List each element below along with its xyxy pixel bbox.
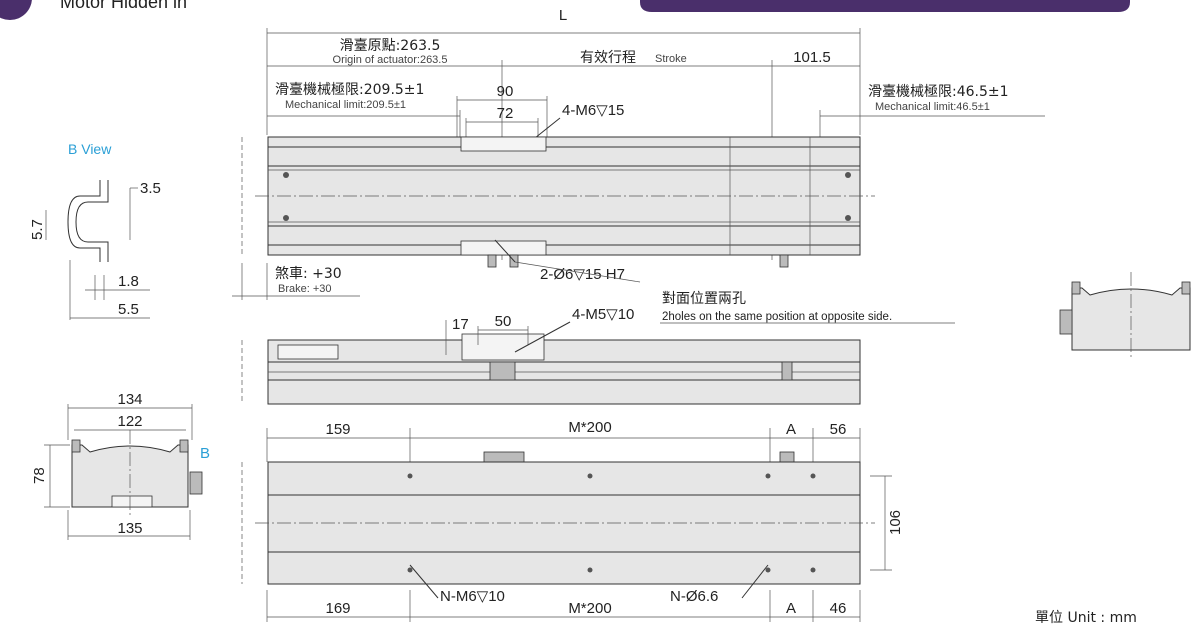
- dim-106: 106: [887, 510, 904, 535]
- dim-134: 134: [117, 391, 142, 408]
- dim-56: 56: [830, 421, 847, 438]
- header-banner: [640, 0, 1130, 12]
- side-view: 17 50 4-M5▽10 對面位置兩孔 2holes on the same …: [241, 291, 955, 405]
- dim-159: 159: [325, 421, 350, 438]
- hole-top-label: 4-M6▽15: [562, 102, 624, 119]
- top-view: L 滑臺原點:263.5 Origin of actuator:263.5 有效…: [232, 7, 1045, 300]
- brake-en: Brake: +30: [278, 283, 332, 295]
- dim-135: 135: [117, 520, 142, 537]
- b-arrow-label: B: [200, 445, 210, 462]
- dim-5-5: 5.5: [118, 301, 139, 318]
- dim-90: 90: [497, 83, 514, 100]
- dim-1-8: 1.8: [118, 273, 139, 290]
- stroke-cn: 有效行程: [580, 50, 636, 66]
- origin-cn: 滑臺原點:263.5: [340, 37, 441, 54]
- brake-cn: 煞車: +30: [275, 265, 342, 282]
- dim-78: 78: [31, 467, 48, 484]
- mech-limit-left-en: Mechanical limit:209.5±1: [285, 99, 406, 111]
- dim-50: 50: [495, 313, 512, 330]
- opposite-cn: 對面位置兩孔: [662, 291, 746, 307]
- stroke-en: Stroke: [655, 53, 687, 65]
- dim-46: 46: [830, 600, 847, 617]
- dim-m200-bot: M*200: [568, 600, 611, 617]
- b-view: B View 3.5 5.7 1.8 5.5: [29, 141, 161, 320]
- end-view-left: 134 122 78 B 135: [31, 391, 210, 540]
- dim-169: 169: [325, 600, 350, 617]
- dim-72: 72: [497, 105, 514, 122]
- side-hole-label: 4-M5▽10: [572, 306, 634, 323]
- section-number-badge: [0, 0, 32, 20]
- mech-limit-right-cn: 滑臺機械極限:46.5±1: [868, 83, 1009, 100]
- b-view-title: B View: [68, 141, 112, 157]
- dim-3-5: 3.5: [140, 180, 161, 197]
- mech-limit-right-en: Mechanical limit:46.5±1: [875, 101, 990, 113]
- dim-122: 122: [117, 413, 142, 430]
- bottom-view: 159 M*200 A 56 106 N-M6▽10 N-Ø6.6 169: [241, 419, 904, 622]
- header-title: Motor Hidden in: [60, 0, 187, 12]
- dim-L: L: [559, 7, 567, 24]
- dim-a-bot: A: [786, 600, 796, 617]
- dim-a-top: A: [786, 421, 796, 438]
- n66-label: N-Ø6.6: [670, 588, 718, 605]
- nm6-label: N-M6▽10: [440, 588, 505, 605]
- origin-en: Origin of actuator:263.5: [333, 54, 448, 66]
- end-view-right: [1059, 272, 1191, 360]
- pin-label: 2-Ø6▽15 H7: [540, 266, 625, 283]
- mech-limit-left-cn: 滑臺機械極限:209.5±1: [275, 81, 424, 98]
- unit-label: 單位 Unit : mm: [1035, 610, 1137, 626]
- dim-5-7: 5.7: [29, 219, 46, 240]
- dim-101-5: 101.5: [793, 49, 831, 66]
- dim-17: 17: [452, 316, 469, 333]
- opposite-en: 2holes on the same position at opposite …: [662, 311, 892, 323]
- dim-m200-top: M*200: [568, 419, 611, 436]
